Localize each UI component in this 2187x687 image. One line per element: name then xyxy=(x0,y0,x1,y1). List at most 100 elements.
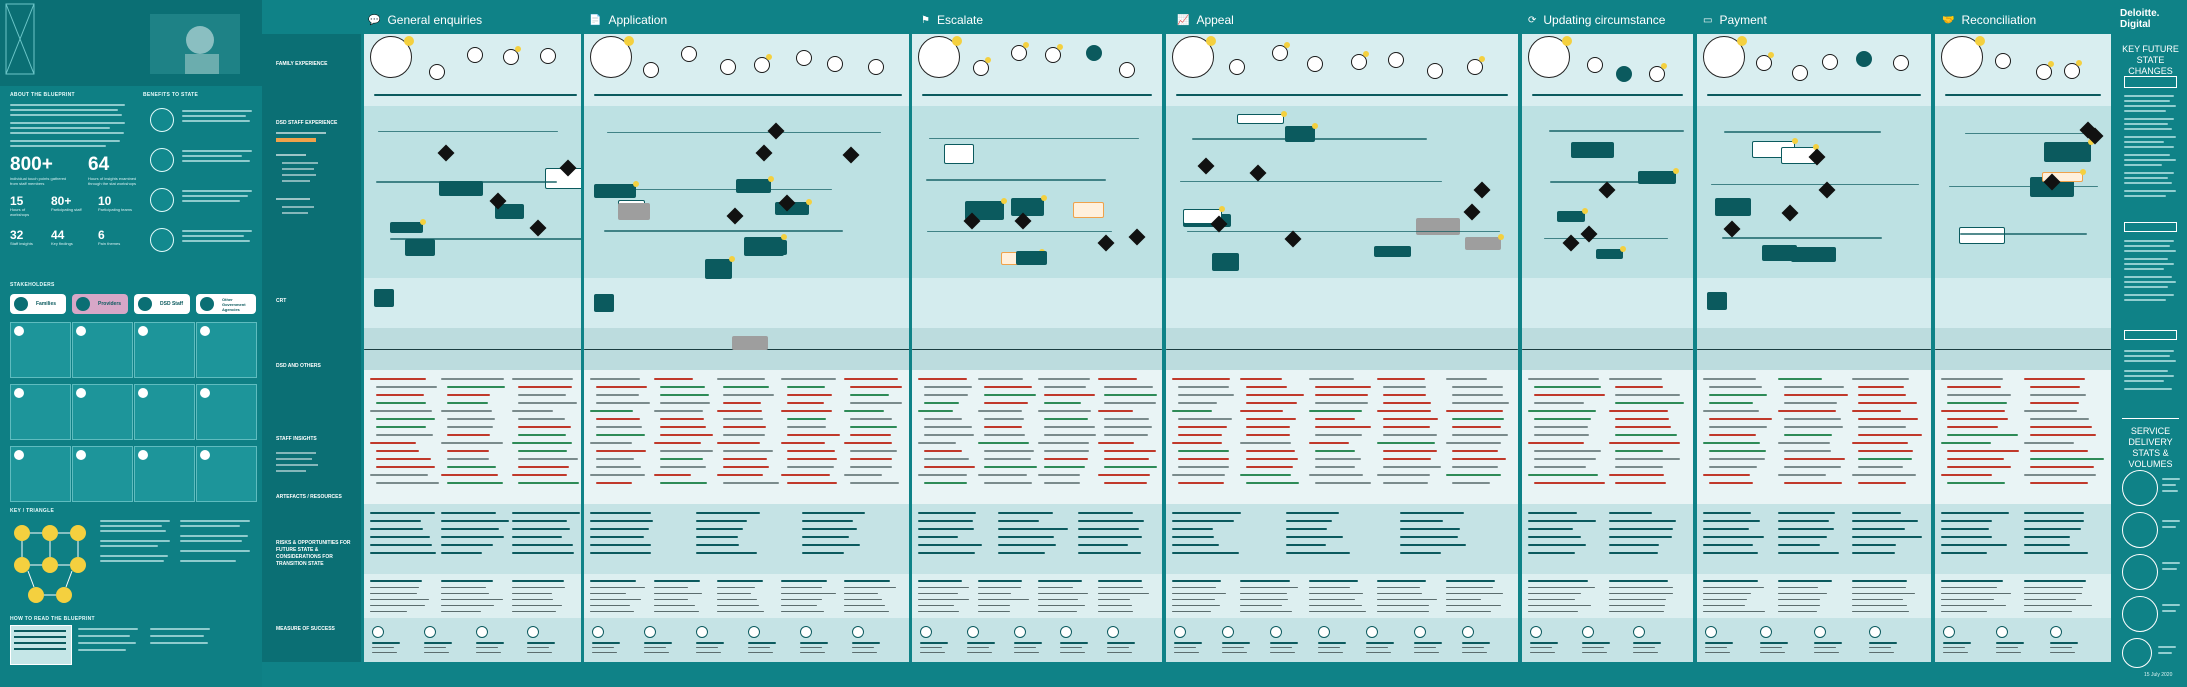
stakeholder-providers: Providers xyxy=(72,294,128,314)
insight-line xyxy=(1383,450,1437,452)
insight-line xyxy=(1783,482,1842,484)
journey-node xyxy=(2035,63,2052,80)
pain-point-dot xyxy=(1218,206,1225,213)
insight-line xyxy=(1528,378,1600,380)
metric-line xyxy=(1462,652,1487,654)
stage-header-general-enquiries: 💬General enquiries xyxy=(368,13,483,27)
hero-illustration xyxy=(0,0,262,86)
insight-line xyxy=(1534,434,1590,436)
artefact-line xyxy=(590,536,644,538)
insight-line xyxy=(596,426,642,428)
metric-line xyxy=(1270,642,1298,644)
insight-line xyxy=(1044,458,1088,460)
risk-heading xyxy=(978,580,1022,582)
pain-point-dot xyxy=(419,219,426,226)
artefact-line xyxy=(370,552,436,554)
risk-line xyxy=(1038,593,1088,595)
insight-line xyxy=(1044,482,1081,484)
insight-line xyxy=(1783,402,1837,404)
risk-line xyxy=(653,605,695,607)
artefact-line xyxy=(1400,512,1464,514)
insight-line xyxy=(376,482,439,484)
insight-line xyxy=(1703,410,1760,412)
artefact-line xyxy=(512,552,574,554)
stage-header-escalate: ⚑Escalate xyxy=(921,13,983,27)
insight-line xyxy=(1104,482,1147,484)
journey-node xyxy=(1466,59,1483,76)
flow-line xyxy=(1549,130,1685,132)
insight-line xyxy=(1777,474,1826,476)
process-step xyxy=(1373,245,1411,258)
metric-line xyxy=(852,647,874,649)
pain-point-dot xyxy=(805,199,812,206)
info-card xyxy=(10,384,71,440)
insight-line xyxy=(1852,378,1910,380)
insight-line xyxy=(1528,474,1599,476)
metric-line xyxy=(372,652,397,654)
insight-line xyxy=(1104,458,1149,460)
metric-line xyxy=(423,652,449,654)
process-step xyxy=(1416,217,1460,236)
insight-line xyxy=(1783,386,1845,388)
insight-line xyxy=(1947,386,2001,388)
artefact-line xyxy=(1400,536,1458,538)
insight-line xyxy=(723,418,764,420)
insight-line xyxy=(518,418,565,420)
risk-line xyxy=(441,605,494,607)
insight-line xyxy=(1858,466,1903,468)
howto-thumbnail xyxy=(10,625,72,665)
insight-line xyxy=(512,378,573,380)
insight-line xyxy=(723,434,766,436)
artefact-line xyxy=(1078,536,1143,538)
risk-line xyxy=(512,605,562,607)
insight-line xyxy=(984,434,1026,436)
risk-line xyxy=(512,599,554,601)
insight-line xyxy=(924,466,975,468)
insight-line xyxy=(518,386,573,388)
risk-line xyxy=(1703,593,1751,595)
insight-line xyxy=(1383,426,1431,428)
metric-line xyxy=(852,652,877,654)
success-metric-icon xyxy=(1107,626,1120,638)
swimlane-band xyxy=(1697,370,1931,504)
insight-line xyxy=(518,434,567,436)
swimlane-band xyxy=(584,504,912,574)
risk-line xyxy=(653,593,703,595)
metric-line xyxy=(800,647,822,649)
swimlane-band xyxy=(1522,618,1693,662)
artefact-line xyxy=(1852,544,1897,546)
stage-panel-escalate xyxy=(909,34,1165,662)
process-step xyxy=(1958,227,2006,244)
insight-line xyxy=(1377,442,1435,444)
info-card xyxy=(72,384,133,440)
insight-line xyxy=(924,418,963,420)
risk-line xyxy=(370,587,419,589)
insight-line xyxy=(447,386,506,388)
stakeholder-dsd-staff: DSD Staff xyxy=(134,294,190,314)
metric-line xyxy=(1174,647,1196,649)
insight-line xyxy=(2030,482,2088,484)
insight-line xyxy=(1947,418,2009,420)
insight-line xyxy=(1858,426,1906,428)
journey-node xyxy=(1010,45,1027,62)
insight-line xyxy=(376,450,420,452)
artefact-line xyxy=(918,536,959,538)
process-step xyxy=(736,179,771,194)
insight-line xyxy=(1178,466,1229,468)
metric-line xyxy=(1705,652,1730,654)
insight-line xyxy=(850,450,897,452)
insight-line xyxy=(1172,442,1223,444)
pain-point-dot xyxy=(1497,233,1504,240)
insight-line xyxy=(786,394,833,396)
swimlane-band xyxy=(584,618,912,662)
insight-line xyxy=(1941,474,1992,476)
stage-panel-application xyxy=(581,34,915,662)
metric-line xyxy=(1996,652,2022,654)
risk-line xyxy=(512,593,553,595)
insight-line xyxy=(1044,426,1096,428)
risk-line xyxy=(780,611,825,613)
change-box xyxy=(2124,222,2177,232)
pain-point-dot xyxy=(1311,123,1318,130)
artefact-line xyxy=(696,512,760,514)
insight-line xyxy=(1451,402,1509,404)
